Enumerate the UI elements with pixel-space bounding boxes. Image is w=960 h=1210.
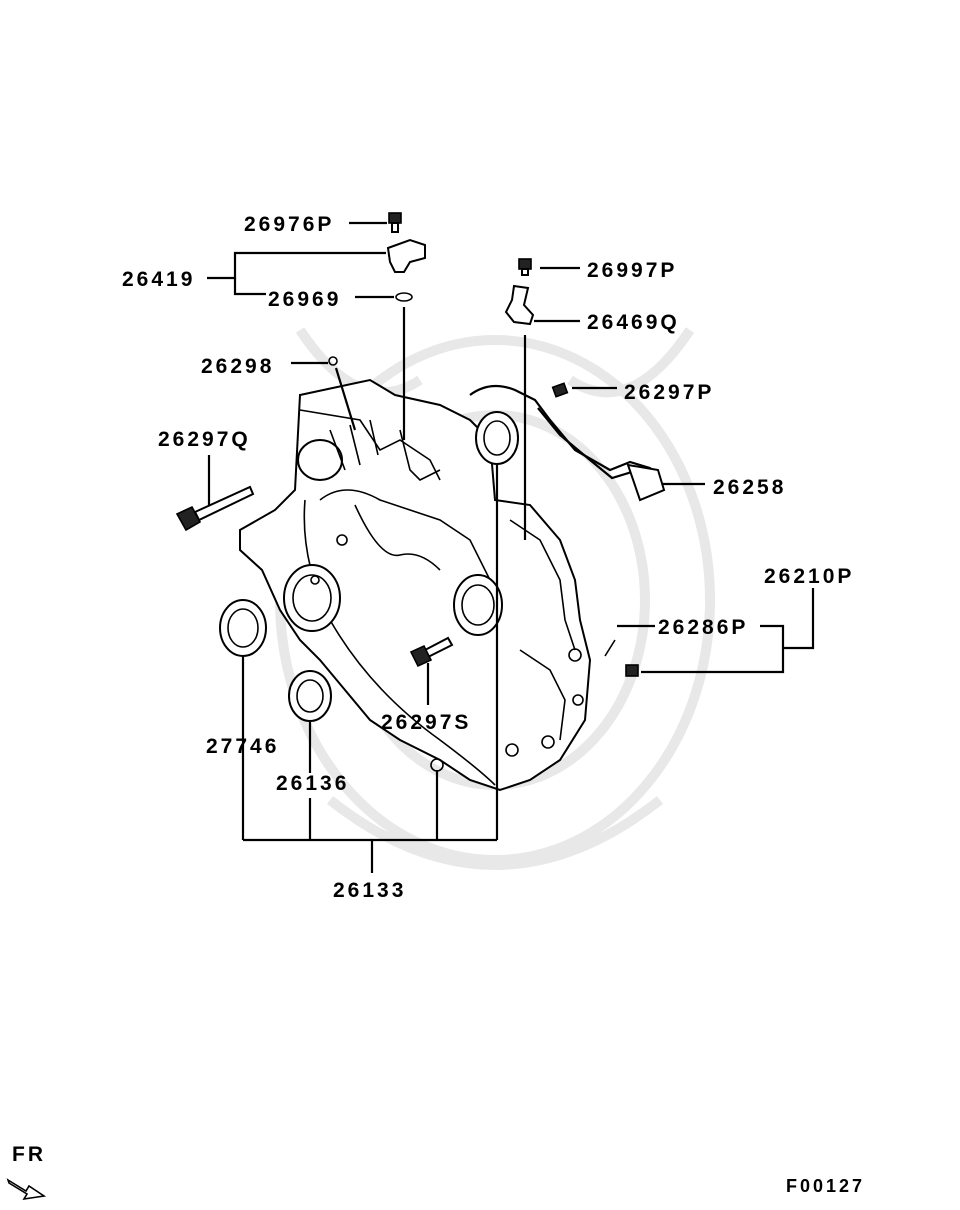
label-26297S: 26297S (381, 711, 471, 734)
bolt-26297Q (175, 485, 255, 532)
sensor-26419 (386, 238, 426, 273)
bracket-26469Q (504, 284, 535, 326)
label-26258: 26258 (713, 476, 786, 499)
bolt-26210P (625, 664, 639, 677)
label-26136: 26136 (276, 772, 349, 795)
label-26419: 26419 (122, 268, 195, 291)
part-labels: 26976P 26419 26969 26298 26297Q 26997P 2… (122, 213, 854, 902)
leader-lines (207, 221, 815, 873)
o-ring-26969 (395, 292, 413, 302)
bolt-26297S (409, 636, 454, 668)
pin-26286P (604, 639, 616, 657)
bolt-26297P (551, 382, 569, 398)
label-26298: 26298 (201, 355, 274, 378)
label-26286P: 26286P (658, 616, 748, 639)
bolt-26997P (518, 258, 532, 276)
label-26133: 26133 (333, 879, 406, 902)
direction-label: FR (12, 1143, 46, 1166)
bolt-26976P (388, 212, 402, 233)
direction-arrow-icon (6, 1178, 47, 1201)
oil-seal-26133 (475, 411, 519, 465)
oil-seal-27746 (219, 599, 267, 657)
label-27746: 27746 (206, 735, 279, 758)
transaxle-case (239, 378, 592, 792)
pipe-26258 (469, 384, 666, 502)
direction-indicator: FR (6, 1143, 47, 1201)
ball-26298 (328, 356, 338, 366)
label-26469Q: 26469Q (587, 311, 680, 334)
label-26297Q: 26297Q (158, 428, 251, 451)
label-26210P: 26210P (764, 565, 854, 588)
label-26997P: 26997P (587, 259, 677, 282)
label-26297P: 26297P (624, 381, 714, 404)
oil-seal-26136 (288, 670, 332, 722)
label-26969: 26969 (268, 288, 341, 311)
diagram-code: F00127 (786, 1176, 865, 1196)
label-26976P: 26976P (244, 213, 334, 236)
